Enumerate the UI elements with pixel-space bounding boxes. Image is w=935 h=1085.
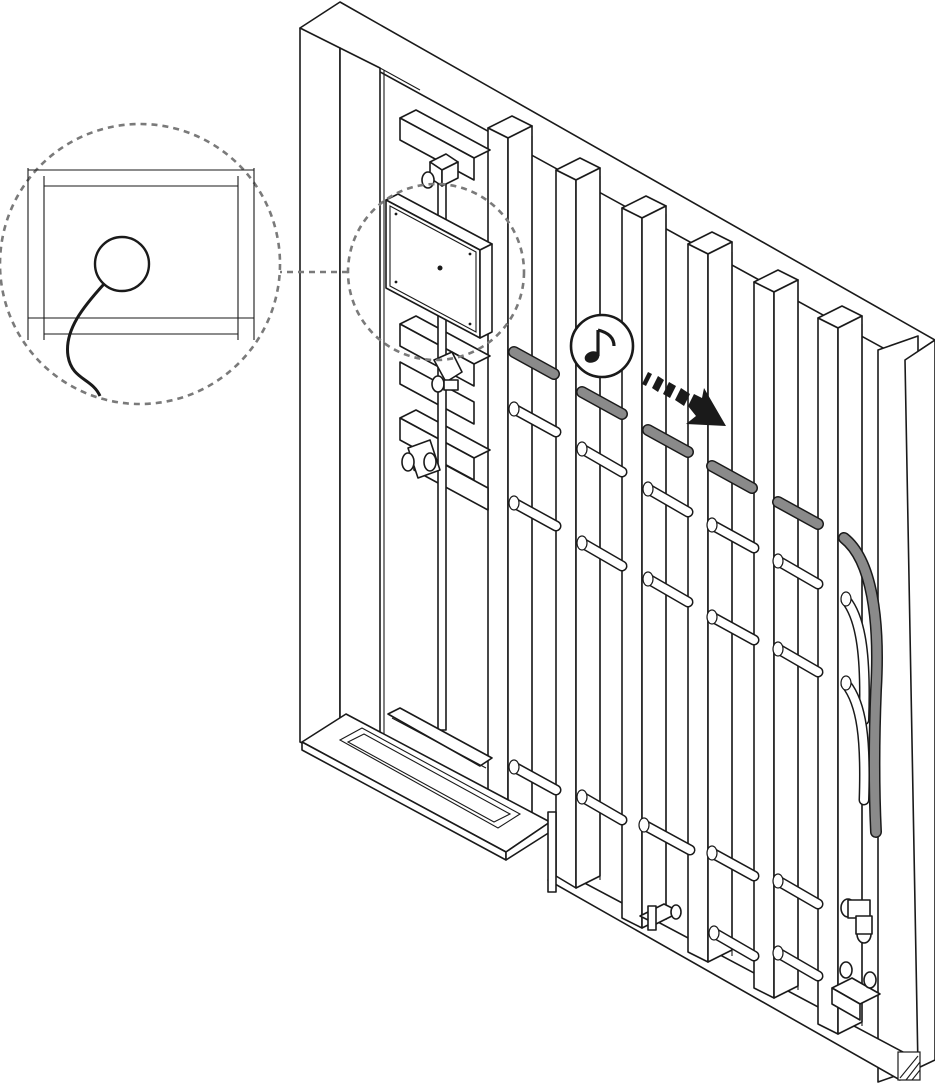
sensor-icon (65, 235, 151, 397)
pipe-end-caps (508, 401, 852, 961)
music-note-icon (569, 313, 635, 379)
bottom-valve-icon (831, 961, 881, 1021)
direction-arrow-icon (642, 372, 726, 426)
elbow-fitting-icon (840, 898, 873, 944)
detail-callout (0, 122, 526, 406)
floor-fitting-icon (639, 903, 682, 931)
zoomed-panel-view (27, 168, 255, 340)
highlighted-cable (508, 346, 883, 838)
drain-tray (301, 707, 557, 893)
valve-lower-icon (401, 439, 441, 479)
wall-studs (487, 115, 863, 1035)
pipe-stubs (510, 404, 870, 982)
control-panel (385, 193, 493, 339)
